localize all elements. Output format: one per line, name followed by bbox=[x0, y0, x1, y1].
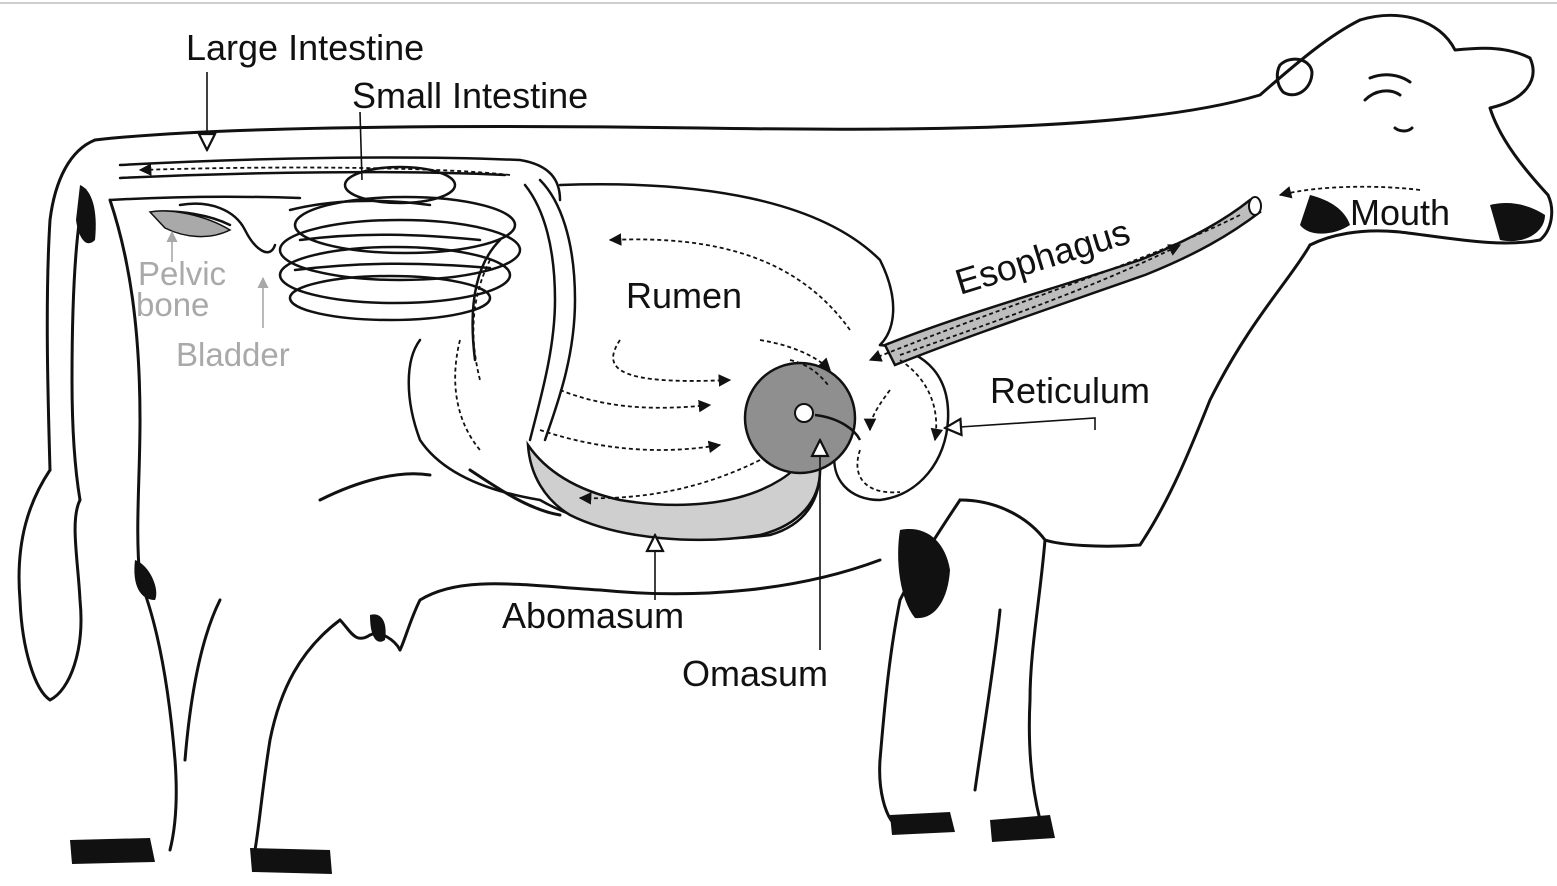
label-reticulum: Reticulum bbox=[990, 370, 1150, 411]
label-abomasum: Abomasum bbox=[502, 595, 684, 636]
label-pelvic-bone-line2: bone bbox=[136, 286, 209, 323]
label-small-intestine: Small Intestine bbox=[352, 75, 588, 116]
label-large-intestine: Large Intestine bbox=[186, 27, 424, 68]
label-omasum: Omasum bbox=[682, 653, 828, 694]
label-bladder: Bladder bbox=[176, 336, 290, 373]
label-mouth: Mouth bbox=[1350, 192, 1450, 233]
label-rumen: Rumen bbox=[626, 275, 742, 316]
